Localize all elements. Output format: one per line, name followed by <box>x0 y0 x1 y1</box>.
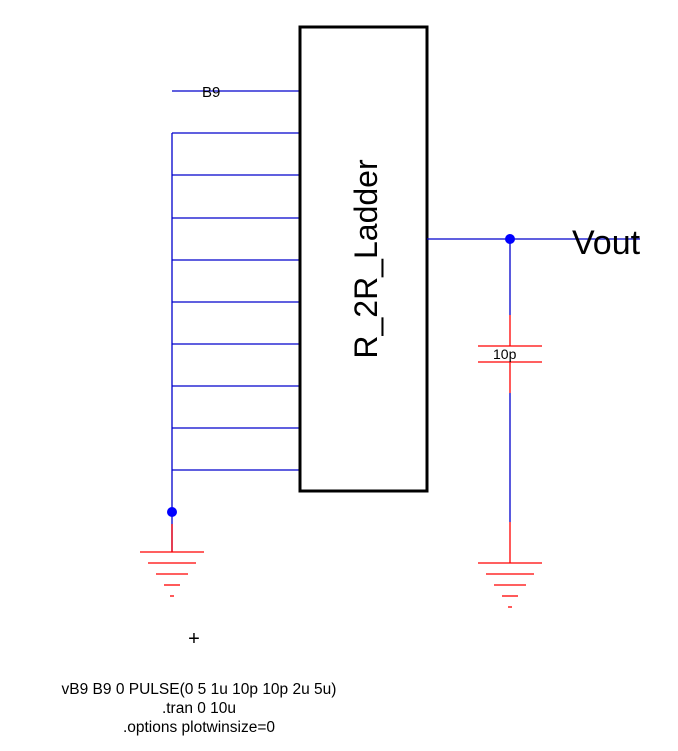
capacitor[interactable] <box>478 315 542 393</box>
capacitor-value: 10p <box>493 346 517 362</box>
output-net-label: Vout <box>572 224 641 262</box>
junction-dot-left <box>167 507 177 517</box>
input-wires <box>171 90 300 552</box>
spice-line: .tran 0 10u <box>162 700 236 717</box>
ground-symbol-left <box>140 524 204 597</box>
spice-line: .options plotwinsize=0 <box>123 719 275 736</box>
spice-directives: vB9 B9 0 PULSE(0 5 1u 10p 10p 2u 5u) .tr… <box>62 681 337 736</box>
spice-line: vB9 B9 0 PULSE(0 5 1u 10p 10p 2u 5u) <box>62 681 337 698</box>
junction-dot-right <box>505 234 515 244</box>
plus-marker: + <box>188 628 200 650</box>
ground-symbol-right <box>478 522 542 608</box>
input-net-label: B9 <box>202 84 220 101</box>
r2r-ladder-block[interactable] <box>298 25 429 493</box>
block-label: R_2R_Ladder <box>348 159 384 359</box>
output-wires <box>427 238 640 522</box>
